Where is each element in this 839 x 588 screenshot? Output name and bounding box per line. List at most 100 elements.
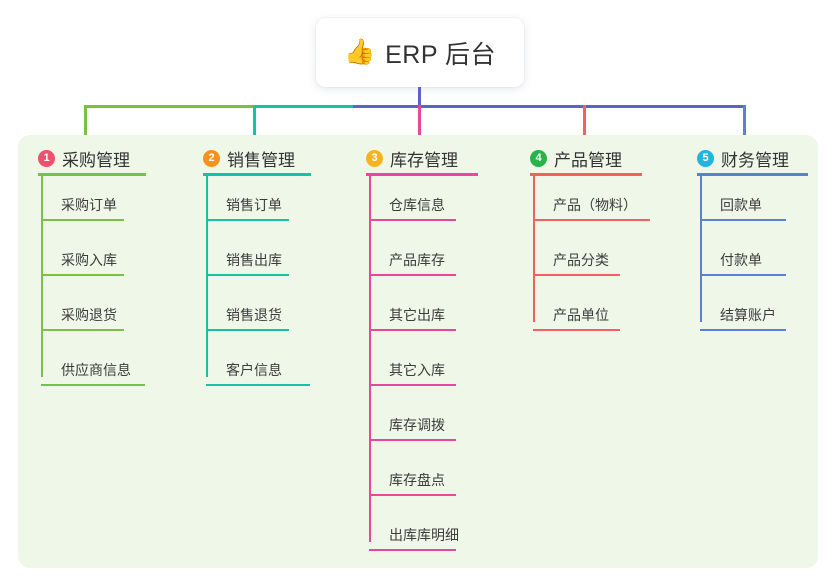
list-item-rule (369, 384, 456, 386)
column-rule-finance (697, 173, 808, 176)
list-item[interactable]: 回款单 (700, 176, 803, 221)
list-item-rule (700, 274, 786, 276)
column-rule-purchase (38, 173, 146, 176)
list-item-label: 仓库信息 (389, 197, 445, 213)
list-item[interactable]: 销售出库 (206, 231, 306, 276)
list-item-rule (369, 549, 456, 551)
list-item[interactable]: 客户信息 (206, 341, 310, 386)
list-item[interactable]: 其它出库 (369, 286, 473, 331)
list-item-label: 产品（物料） (553, 197, 637, 213)
list-item-rule (41, 274, 124, 276)
list-item[interactable]: 库存调拨 (369, 396, 473, 441)
list-item-rule (41, 219, 124, 221)
column-title-purchase: 采购管理 (62, 151, 130, 170)
list-item[interactable]: 结算账户 (700, 286, 803, 331)
list-item-label: 其它出库 (389, 307, 445, 323)
list-item-rule (369, 329, 456, 331)
list-item-rule (206, 219, 289, 221)
bus-segment-purple (353, 105, 743, 108)
list-item[interactable]: 产品库存 (369, 231, 473, 276)
column-spine-sales (206, 176, 208, 377)
column-header-sales[interactable]: 2 销售管理 (203, 146, 295, 171)
column-rule-inventory (366, 173, 478, 176)
list-item[interactable]: 采购入库 (41, 231, 141, 276)
thumbs-up-icon: 👍 (343, 38, 376, 66)
list-item[interactable]: 仓库信息 (369, 176, 473, 221)
diagram-panel: 1 采购管理采购订单采购入库采购退货供应商信息 2 销售管理销售订单销售出库销售退货客… (18, 135, 818, 568)
list-item-rule (533, 329, 620, 331)
column-badge-2: 2 (203, 150, 220, 167)
list-item-label: 采购入库 (61, 252, 117, 268)
column-header-purchase[interactable]: 1 采购管理 (38, 146, 130, 171)
list-item[interactable]: 库存盘点 (369, 451, 473, 496)
column-spine-finance (700, 176, 702, 322)
list-item[interactable]: 产品单位 (533, 286, 637, 331)
list-item-label: 销售退货 (226, 307, 282, 323)
column-rule-product (530, 173, 642, 176)
list-item-label: 采购订单 (61, 197, 117, 213)
root-stem (418, 87, 421, 108)
list-item-rule (700, 329, 786, 331)
list-item[interactable]: 其它入库 (369, 341, 473, 386)
column-badge-1: 1 (38, 150, 55, 167)
list-item-rule (206, 329, 289, 331)
column-spine-inventory (369, 176, 371, 542)
column-title-finance: 财务管理 (721, 151, 789, 170)
drop-product (583, 105, 586, 146)
list-item-label: 库存调拨 (389, 417, 445, 433)
list-item-label: 库存盘点 (389, 472, 445, 488)
list-item[interactable]: 采购退货 (41, 286, 141, 331)
list-item-rule (533, 219, 650, 221)
list-item-label: 产品单位 (553, 307, 609, 323)
list-item-rule (369, 439, 456, 441)
list-item-label: 销售出库 (226, 252, 282, 268)
list-item-rule (206, 274, 289, 276)
drop-inventory (418, 105, 421, 146)
list-item[interactable]: 出库库明细 (369, 506, 473, 551)
list-item[interactable]: 供应商信息 (41, 341, 145, 386)
bus-segment-teal (253, 105, 353, 108)
list-item[interactable]: 销售退货 (206, 286, 306, 331)
column-header-product[interactable]: 4 产品管理 (530, 146, 622, 171)
column-badge-3: 3 (366, 150, 383, 167)
column-header-finance[interactable]: 5 财务管理 (697, 146, 789, 171)
list-item-label: 出库库明细 (389, 527, 459, 543)
list-item[interactable]: 采购订单 (41, 176, 141, 221)
list-item-rule (533, 274, 620, 276)
root-node-card[interactable]: 👍 ERP 后台 (316, 18, 524, 87)
list-item-rule (41, 329, 124, 331)
bus-segment-green (84, 105, 253, 108)
list-item-label: 客户信息 (226, 362, 282, 378)
drop-sales (253, 105, 256, 146)
column-title-inventory: 库存管理 (390, 151, 458, 170)
column-spine-product (533, 176, 535, 322)
list-item[interactable]: 产品（物料） (533, 176, 650, 221)
list-item[interactable]: 产品分类 (533, 231, 637, 276)
list-item-label: 产品库存 (389, 252, 445, 268)
column-title-sales: 销售管理 (227, 151, 295, 170)
list-item-label: 回款单 (720, 197, 762, 213)
list-item-label: 付款单 (720, 252, 762, 268)
list-item-label: 其它入库 (389, 362, 445, 378)
list-item-label: 供应商信息 (61, 362, 131, 378)
list-item-rule (369, 274, 456, 276)
list-item-label: 产品分类 (553, 252, 609, 268)
column-badge-5: 5 (697, 150, 714, 167)
drop-purchase (84, 105, 87, 146)
list-item[interactable]: 销售订单 (206, 176, 306, 221)
column-header-inventory[interactable]: 3 库存管理 (366, 146, 458, 171)
list-item-label: 采购退货 (61, 307, 117, 323)
list-item[interactable]: 付款单 (700, 231, 803, 276)
list-item-rule (206, 384, 310, 386)
list-item-label: 销售订单 (226, 197, 282, 213)
list-item-rule (369, 494, 456, 496)
list-item-rule (700, 219, 786, 221)
list-item-rule (369, 219, 456, 221)
column-badge-4: 4 (530, 150, 547, 167)
root-node-title: ERP 后台 (385, 40, 497, 69)
column-spine-purchase (41, 176, 43, 377)
list-item-rule (41, 384, 145, 386)
column-rule-sales (203, 173, 311, 176)
column-title-product: 产品管理 (554, 151, 622, 170)
drop-finance (743, 105, 746, 146)
